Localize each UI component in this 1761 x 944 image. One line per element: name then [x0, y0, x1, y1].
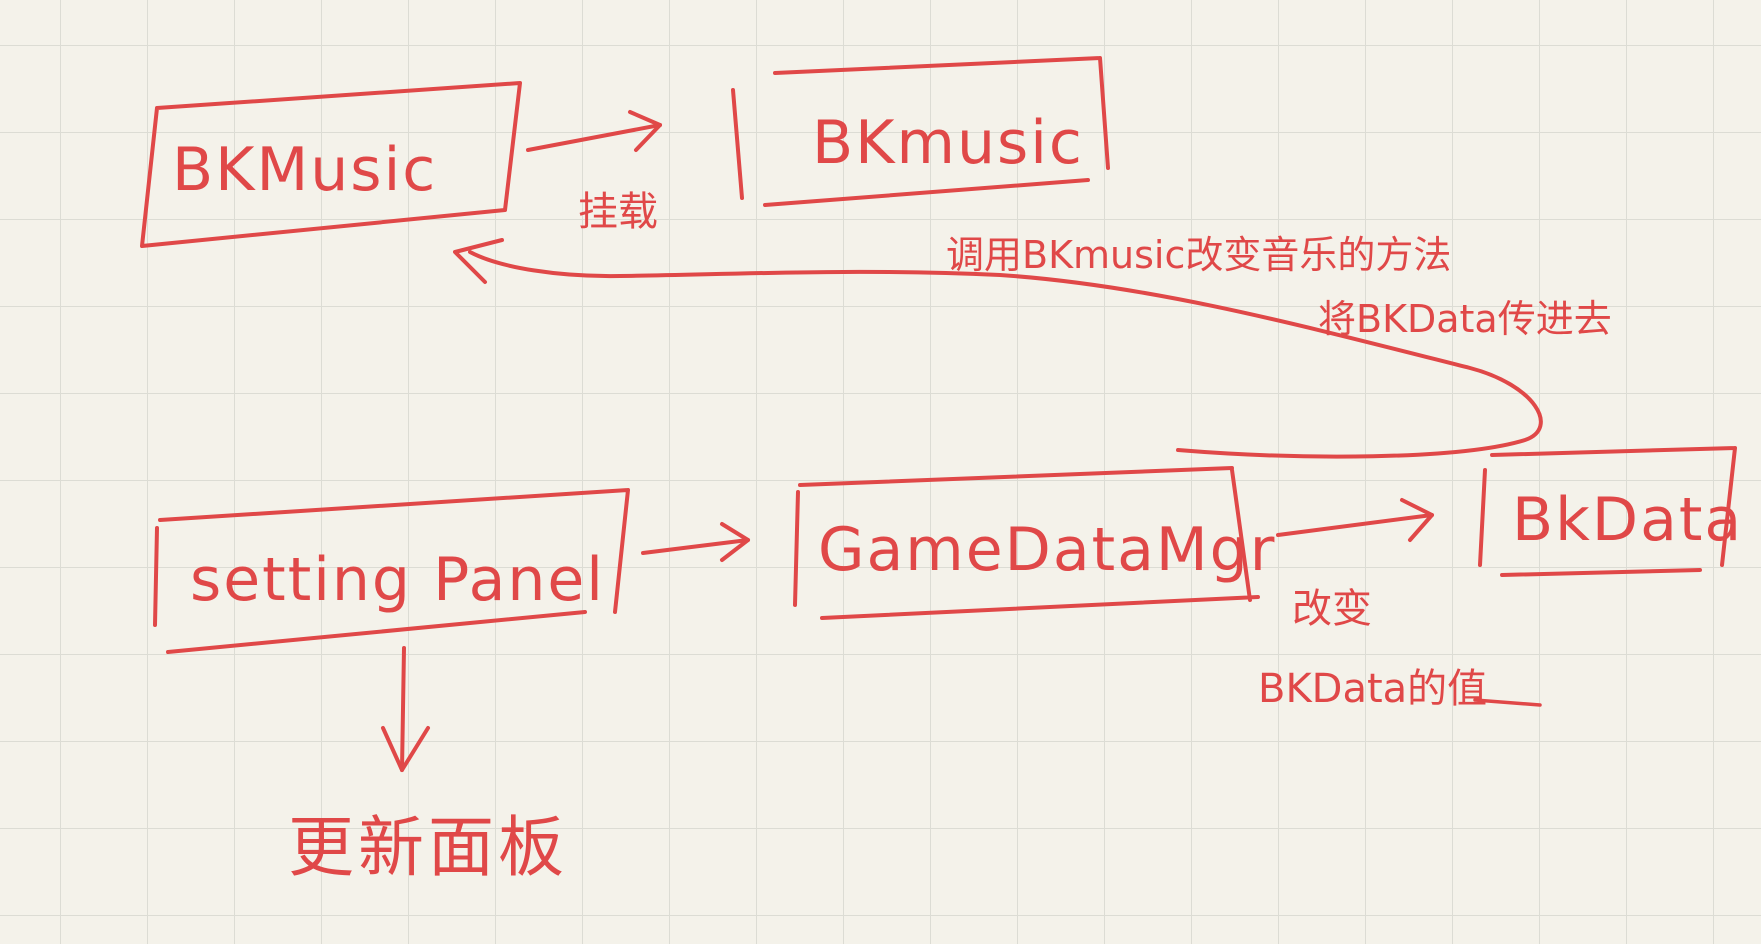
node-game-data-mgr: GameDataMgr [793, 466, 1276, 620]
edge-mount-arrowhead [628, 110, 662, 152]
node-setting-panel-border [153, 488, 630, 654]
node-bk-data-label: BkData [1512, 485, 1743, 555]
node-game-data-mgr-label: GameDataMgr [818, 515, 1276, 585]
edge-mgr-to-data-label-line1: 改变 [1292, 586, 1372, 632]
edge-mgr-to-data: 改变 BKData的值 [1258, 498, 1542, 712]
edge-mgr-to-data-line [1276, 513, 1434, 537]
node-bkmusic-class-border [140, 81, 522, 248]
edge-mgr-to-data-arrowhead [1400, 498, 1434, 542]
edge-call-method-label-line2: 将BKData传进去 [1318, 297, 1612, 341]
node-bkmusic-object-label: BKmusic [812, 108, 1084, 178]
edge-call-method-arrowhead [453, 238, 504, 284]
edge-setting-to-update [381, 646, 430, 772]
edge-setting-to-mgr [641, 522, 750, 562]
edge-call-method: 调用BKmusic改变音乐的方法 将BKData传进去 [453, 233, 1612, 459]
edge-setting-to-mgr-arrowhead [720, 522, 750, 562]
node-setting-panel-label: setting Panel [190, 545, 605, 615]
edge-mount: 挂载 [526, 110, 662, 235]
node-setting-panel: setting Panel [153, 488, 630, 654]
node-bk-data-border [1478, 446, 1737, 577]
node-update-panel-label: 更新面板 [288, 809, 568, 886]
node-bkmusic-class-label: BKMusic [172, 135, 437, 205]
edge-setting-to-mgr-line [641, 538, 750, 555]
edge-mgr-to-data-label-line2: BKData的值 [1258, 666, 1487, 712]
edge-mgr-to-data-underline [1473, 698, 1542, 707]
node-bk-data: BkData [1478, 446, 1743, 577]
node-update-panel: 更新面板 [288, 809, 568, 886]
edge-mount-label: 挂载 [578, 189, 658, 235]
node-game-data-mgr-border [793, 466, 1260, 620]
edge-call-method-line [468, 250, 1543, 459]
node-bkmusic-class: BKMusic [140, 81, 522, 248]
edge-setting-to-update-line [400, 646, 406, 772]
edge-setting-to-update-arrowhead [381, 726, 430, 772]
edge-mount-line [526, 123, 662, 152]
edge-call-method-label-line1: 调用BKmusic改变音乐的方法 [946, 233, 1451, 277]
node-bkmusic-object-border [731, 56, 1110, 207]
node-bkmusic-object: BKmusic [731, 56, 1110, 207]
